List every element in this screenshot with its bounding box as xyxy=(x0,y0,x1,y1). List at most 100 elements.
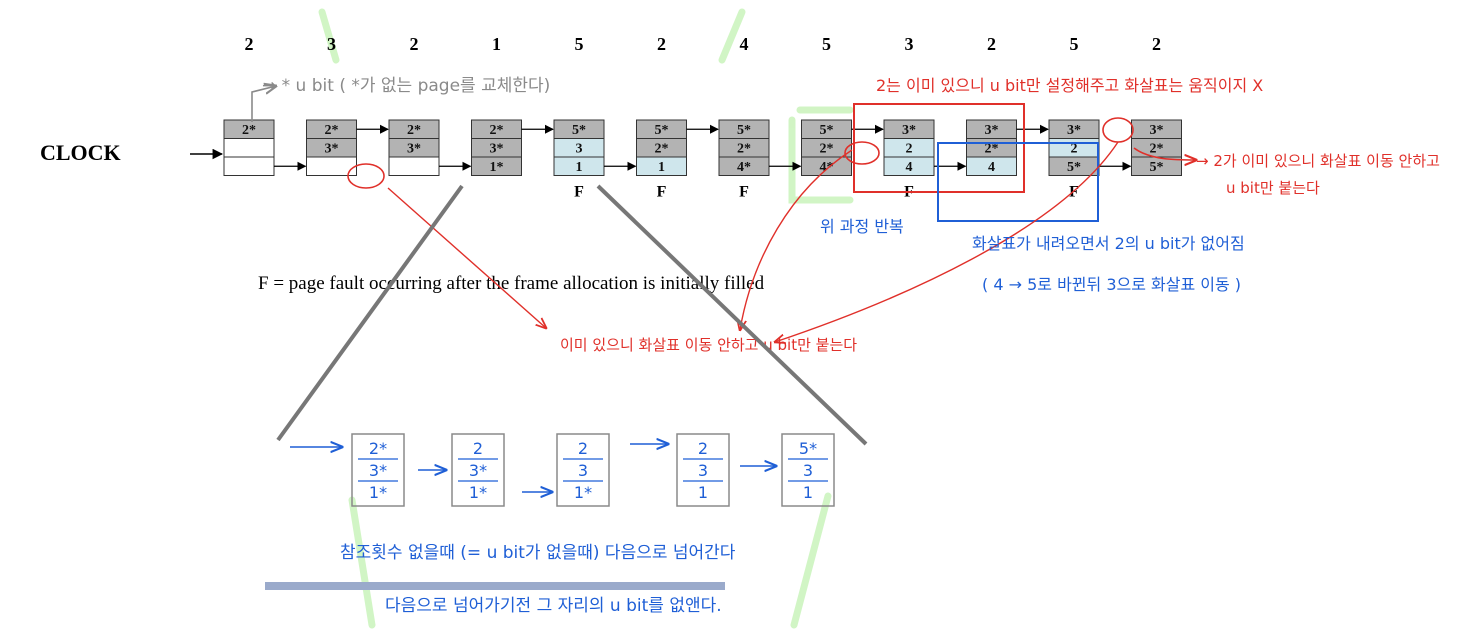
frame-cell-value: 5* xyxy=(1067,160,1081,175)
reference-item: 2 xyxy=(1152,34,1161,54)
reference-item: 2 xyxy=(987,34,996,54)
frame-cell-value: 3 xyxy=(576,142,583,157)
frame-cell-value: 2* xyxy=(490,123,504,138)
zoom-cell-value: 1* xyxy=(574,483,592,502)
top-red-note: 2는 이미 있으니 u bit만 설정해주고 화살표는 움직이지 X xyxy=(876,76,1263,95)
middle-red-arrow-2 xyxy=(740,149,853,330)
pointer-down-note: 화살표가 내려오면서 2의 u bit가 없어짐 xyxy=(972,234,1245,253)
frame-cell-value: 1 xyxy=(576,160,583,175)
pointer-circle-1 xyxy=(347,163,385,189)
frame-cell xyxy=(223,156,275,176)
frame-cell-value: 2* xyxy=(655,142,669,157)
zoom-frame: 2*3*1* xyxy=(351,433,405,507)
middle-red-arrow-3 xyxy=(775,141,1119,342)
zoom-cell-value: 3* xyxy=(369,461,387,480)
frame: 2*3* xyxy=(306,119,389,176)
frame-cell-value: 4* xyxy=(737,160,751,175)
zoom-cell-value: 1* xyxy=(469,483,487,502)
frame-cell-value: 5* xyxy=(572,123,586,138)
frame-cell-value: 2* xyxy=(820,142,834,157)
page-fault-marker: F xyxy=(1069,184,1079,201)
pointer-circle-3 xyxy=(1102,117,1134,143)
zoom-cell-value: 3 xyxy=(803,461,813,480)
blue-highlight-box xyxy=(937,142,1099,222)
frame-cell-value: 2* xyxy=(1150,142,1164,157)
reference-item: 2 xyxy=(245,34,254,54)
frame-cell-value: 1* xyxy=(490,160,504,175)
zoom-cell-value: 2 xyxy=(578,439,588,458)
frame: 5* 2* 4* xyxy=(801,119,884,176)
frame-cell xyxy=(636,156,687,176)
frame-cell-value: 4 xyxy=(988,160,995,175)
right-red-note-1: → 2가 이미 있으니 화살표 이동 안하고 xyxy=(1196,152,1440,170)
frame-cell xyxy=(223,138,275,158)
zoom-cell-value: 3* xyxy=(469,461,487,480)
frame: 3*24F xyxy=(883,119,967,201)
frame-cell-value: 2* xyxy=(242,123,256,138)
zoom-frame: 2 3 1* xyxy=(556,433,610,507)
frame-cell-value: 2 xyxy=(906,142,913,157)
bottom-note-1: 참조횟수 없을때 (= u bit가 없을때) 다음으로 넘어간다 xyxy=(340,543,736,563)
frame-cell-value: 5* xyxy=(655,123,669,138)
reference-item: 4 xyxy=(740,34,749,54)
right-red-arrow xyxy=(1133,147,1196,160)
frame-cell-value: 5* xyxy=(737,123,751,138)
page-fault-marker: F xyxy=(574,184,584,201)
zoom-cell-value: 3 xyxy=(578,461,588,480)
repeat-note: 위 과정 반복 xyxy=(820,217,904,236)
caption: F = page fault occurring after the frame… xyxy=(258,273,765,294)
frame-cell xyxy=(471,156,522,176)
reference-item: 5 xyxy=(1070,34,1079,54)
use-bit-note: → * u bit ( *가 없는 page를 교체한다) xyxy=(262,76,550,96)
frame-cell-value: 3* xyxy=(325,142,339,157)
frame-cell-value: 3* xyxy=(902,123,916,138)
frame: 5* 3 1F xyxy=(553,119,637,201)
frame-cell-value: 3* xyxy=(490,142,504,157)
frame-cell-value: 2* xyxy=(737,142,751,157)
reference-item: 2 xyxy=(410,34,419,54)
frame: 2*3* xyxy=(388,119,472,176)
reference-item: 1 xyxy=(492,34,501,54)
frame-sequence: 2*2*3*2*3*2*3*1*5*31F5*2*1F5*2*4*F5*2*4*… xyxy=(223,119,1182,201)
zoom-frame-box xyxy=(556,433,610,507)
page-fault-marker: F xyxy=(657,184,667,201)
frame-cell-value: 4 xyxy=(906,160,913,175)
zoom-line-left xyxy=(276,184,464,442)
right-red-note-2: u bit만 붙는다 xyxy=(1226,179,1320,197)
reference-item: 5 xyxy=(822,34,831,54)
bottom-note-2: 다음으로 넘어가기전 그 자리의 u bit를 없앤다. xyxy=(385,596,722,616)
underline-bar xyxy=(265,582,725,590)
frame: 5*2*4*F xyxy=(718,119,802,201)
reference-item: 3 xyxy=(327,34,336,54)
frame-cell-value: 3* xyxy=(407,142,421,157)
reference-item: 3 xyxy=(905,34,914,54)
frame-cell-value: 4* xyxy=(820,160,834,175)
frame-cell-value: 3* xyxy=(1067,123,1081,138)
zoom-cell-value: 2 xyxy=(698,439,708,458)
zoom-frame-box xyxy=(781,433,835,507)
middle-red-note: 이미 있으니 화살표 이동 안하고 u bit만 붙는다 xyxy=(560,336,857,354)
frame-cell-value: 2* xyxy=(985,142,999,157)
zoom-cell-value: 2 xyxy=(473,439,483,458)
zoom-cell-value: 1* xyxy=(369,483,387,502)
reference-item: 5 xyxy=(575,34,584,54)
zoom-cell-value: 1 xyxy=(698,483,708,502)
frame-cell-value: 5* xyxy=(1150,160,1164,175)
zoom-frame: 231 xyxy=(676,433,730,507)
pointer-change-note: ( 4 → 5로 바뀐뒤 3으로 화살표 이동 ) xyxy=(982,275,1241,294)
frame-cell-value: 3* xyxy=(1150,123,1164,138)
frame-cell-value: 3* xyxy=(985,123,999,138)
zoom-frame-box xyxy=(451,433,505,507)
frame-cell-value: 2* xyxy=(407,123,421,138)
frame-cell-value: 1 xyxy=(658,160,665,175)
frame: 3* 2 5* F xyxy=(1048,119,1132,201)
frame-cell-value: 5* xyxy=(820,123,834,138)
frame-cell-value: 2 xyxy=(1071,142,1078,157)
frame-cell xyxy=(966,156,1017,176)
frame-cell xyxy=(388,156,440,176)
zoom-frame: 5*31 xyxy=(781,433,835,507)
zoom-cell-value: 5* xyxy=(799,439,817,458)
